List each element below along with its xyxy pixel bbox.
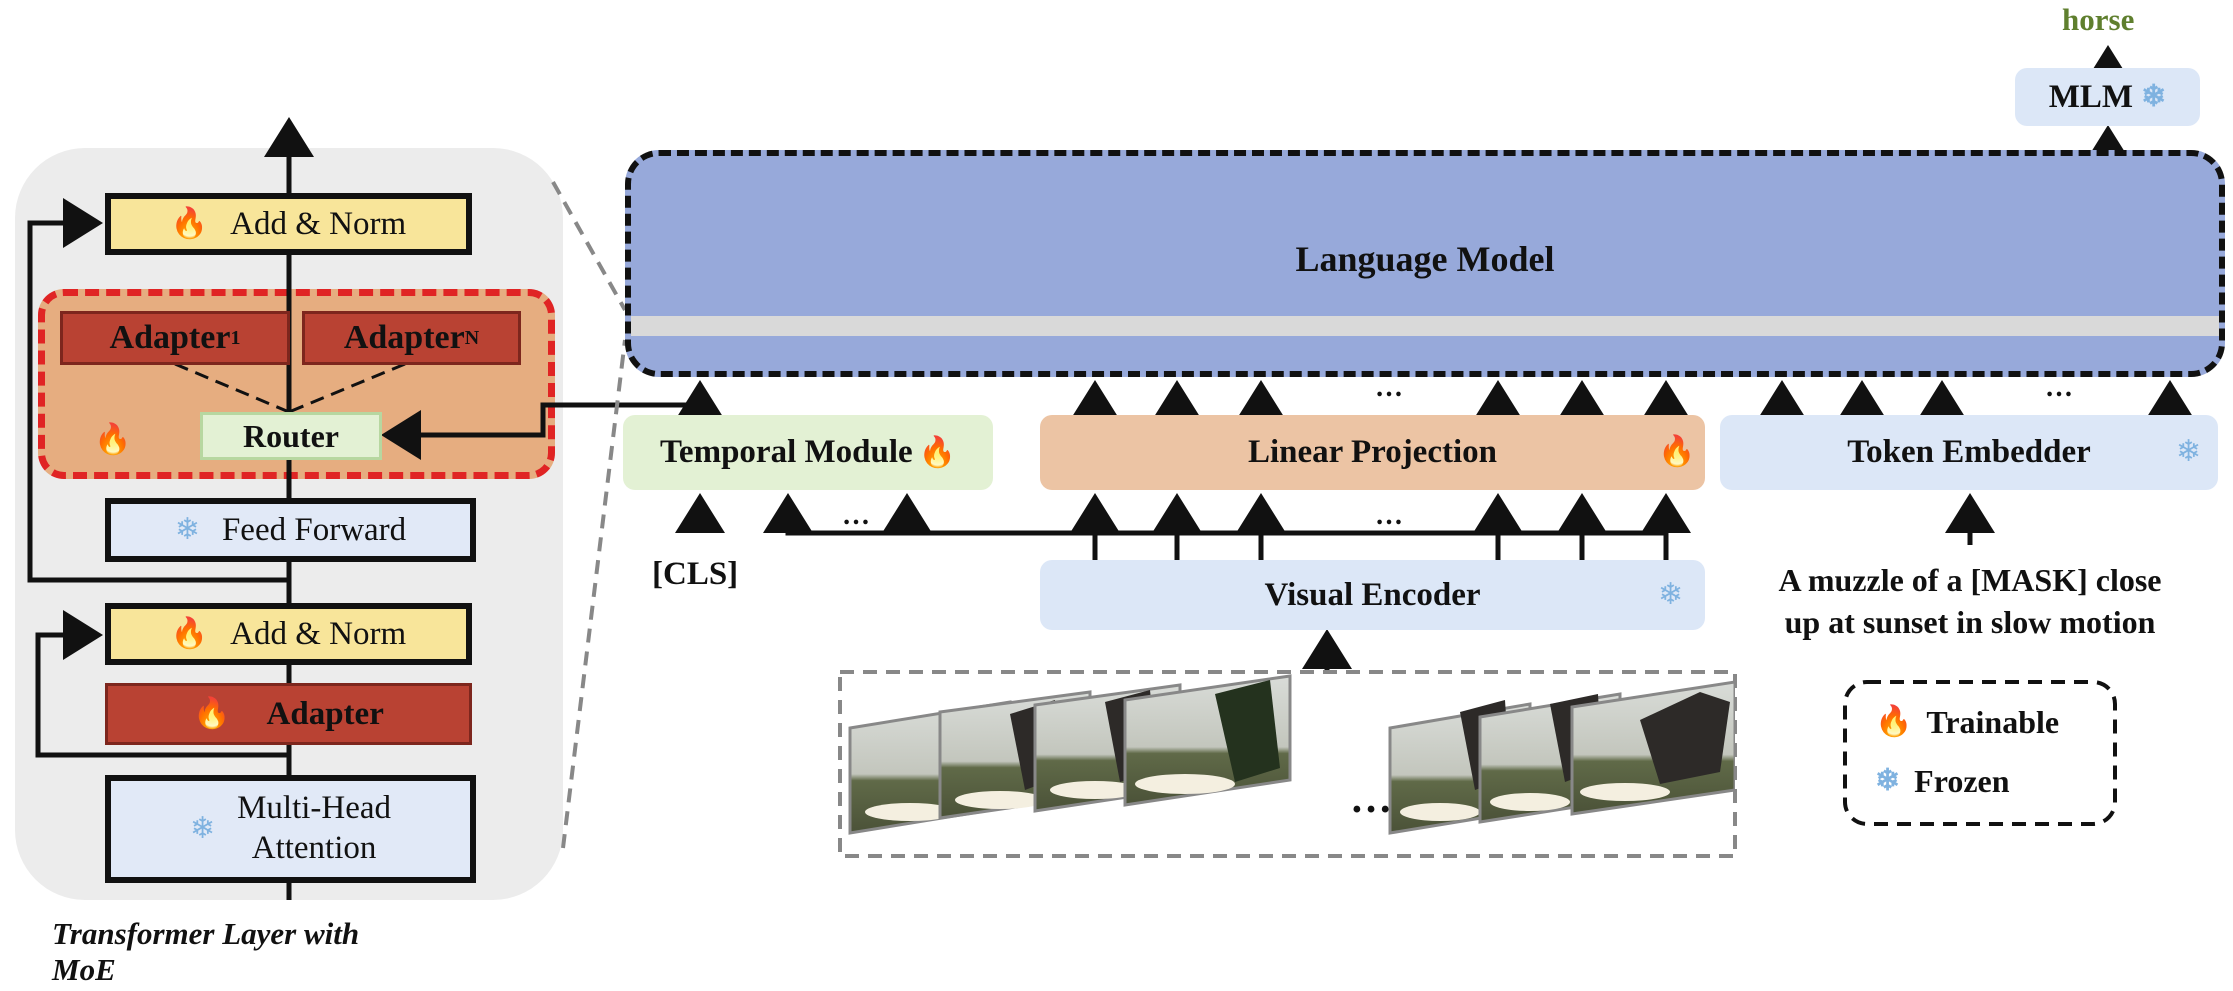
residual-arrow-bottom (35, 610, 289, 758)
video-frames: … (848, 674, 1735, 835)
panel-caption-line2: MoE (52, 951, 116, 987)
add-norm-bottom: 🔥 Add & Norm (105, 603, 472, 665)
projection-input-ellipsis: … (1375, 500, 1403, 531)
feed-forward: ❄ Feed Forward (105, 498, 476, 562)
adapter-n-label: Adapter (343, 319, 465, 356)
adapter-1-subscript: 1 (230, 326, 241, 349)
lm-input-ellipsis-1: … (1375, 372, 1403, 403)
attention-label-line1: Multi-Head (237, 790, 392, 827)
text-caption-line2: up at sunset in slow motion (1784, 603, 2156, 640)
frames-ellipsis: … (1350, 776, 1392, 822)
flame-icon: 🔥 (1875, 705, 1913, 739)
language-model: Language Model (625, 150, 2225, 377)
snowflake-icon: ❄ (1658, 578, 1684, 611)
mlm-head: MLM ❄ (2015, 68, 2200, 126)
adapter-label: Adapter (266, 695, 384, 732)
snowflake-icon: ❄ (2176, 435, 2202, 468)
flame-icon: 🔥 (193, 697, 231, 730)
feed-forward-label: Feed Forward (221, 511, 407, 548)
language-model-layer-strip (631, 316, 2219, 336)
add-norm-top-label: Add & Norm (230, 205, 407, 242)
legend-trainable: 🔥 Trainable (1875, 700, 2059, 745)
add-norm-bottom-label: Add & Norm (230, 615, 407, 652)
text-caption-line1: A muzzle of a [MASK] close (1778, 562, 2162, 598)
token-embedder: Token Embedder (1720, 415, 2218, 490)
panel-caption-line1: Transformer Layer with (52, 916, 360, 951)
flame-icon: 🔥 (170, 207, 209, 240)
router-label: Router (243, 417, 339, 454)
adapter-n-subscript: N (464, 326, 480, 349)
adapter-1-label: Adapter (109, 319, 231, 356)
adapter: 🔥 Adapter (105, 683, 472, 745)
temporal-input-ellipsis: … (842, 500, 870, 531)
add-norm-top: 🔥 Add & Norm (105, 193, 472, 255)
flame-icon: 🔥 (170, 617, 209, 650)
flame-icon: 🔥 (94, 423, 132, 456)
frame-group-1 (848, 674, 1292, 835)
temporal-module-label: Temporal Module (659, 434, 913, 470)
legend-frozen-label: Frozen (1914, 762, 2010, 799)
linear-projection-label: Linear Projection (1248, 434, 1497, 470)
attention-label-line2: Attention (251, 830, 377, 866)
legend-frozen: ❄ Frozen (1875, 759, 2059, 804)
flame-icon: 🔥 (918, 435, 957, 469)
snowflake-icon: ❄ (1875, 764, 1901, 798)
visual-encoder: Visual Encoder (1040, 560, 1705, 630)
temporal-module: Temporal Module 🔥 (623, 415, 993, 490)
lm-input-ellipsis-2: … (2045, 372, 2073, 403)
router: Router (200, 412, 382, 460)
legend-trainable-label: Trainable (1926, 704, 2060, 740)
flame-icon: 🔥 (1658, 435, 1696, 468)
multi-head-attention: ❄ Multi-Head Attention (105, 775, 476, 883)
frame-group-2 (1388, 680, 1735, 835)
cls-to-router-arrow (381, 402, 700, 460)
legend: 🔥 Trainable ❄ Frozen (1875, 700, 2059, 804)
residual-arrow-top (27, 198, 289, 583)
cls-token: [CLS] (652, 556, 739, 592)
output-word: horse (2062, 2, 2135, 37)
snowflake-icon: ❄ (174, 513, 200, 546)
visual-encoder-label: Visual Encoder (1264, 576, 1481, 613)
text-caption: A muzzle of a [MASK] close up at sunset … (1740, 560, 2200, 643)
snowflake-icon: ❄ (189, 812, 216, 845)
language-model-label: Language Model (1295, 239, 1555, 279)
panel-caption: Transformer Layer with MoE (52, 916, 359, 987)
token-embedder-label: Token Embedder (1847, 434, 2091, 470)
mlm-label: MLM (2048, 78, 2134, 115)
linear-projection: Linear Projection (1040, 415, 1705, 490)
snowflake-icon: ❄ (2141, 80, 2167, 113)
